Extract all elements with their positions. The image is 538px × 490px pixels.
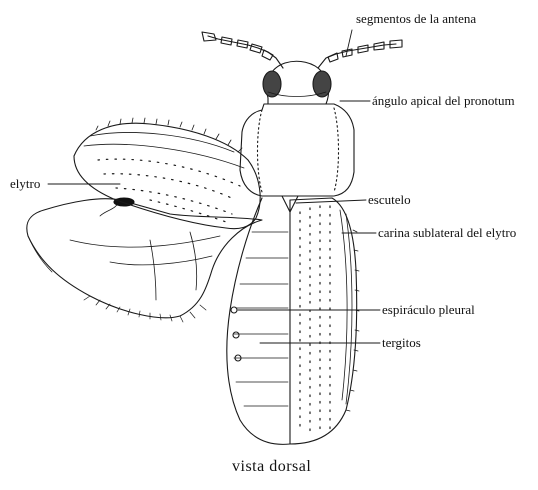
left-antenna (202, 32, 283, 68)
label-apical-angle: ángulo apical del pronotum (372, 94, 515, 107)
label-tergites: tergitos (382, 336, 421, 349)
left-elytron (74, 118, 260, 229)
right-antenna (318, 40, 402, 68)
diagram-caption: vista dorsal (232, 458, 311, 476)
label-scutellum: escutelo (368, 193, 411, 206)
right-elytron (290, 198, 359, 444)
label-sublateral-carina: carina sublateral del elytro (378, 226, 516, 239)
leader-lines (48, 30, 380, 343)
pronotum (240, 104, 354, 196)
label-antenna-segments: segmentos de la antena (356, 12, 476, 25)
label-elytron: elytro (10, 177, 40, 190)
head (263, 61, 331, 104)
abdomen (227, 198, 290, 444)
label-pleural-spiracle: espiráculo pleural (382, 303, 475, 316)
hind-wing (27, 198, 262, 322)
